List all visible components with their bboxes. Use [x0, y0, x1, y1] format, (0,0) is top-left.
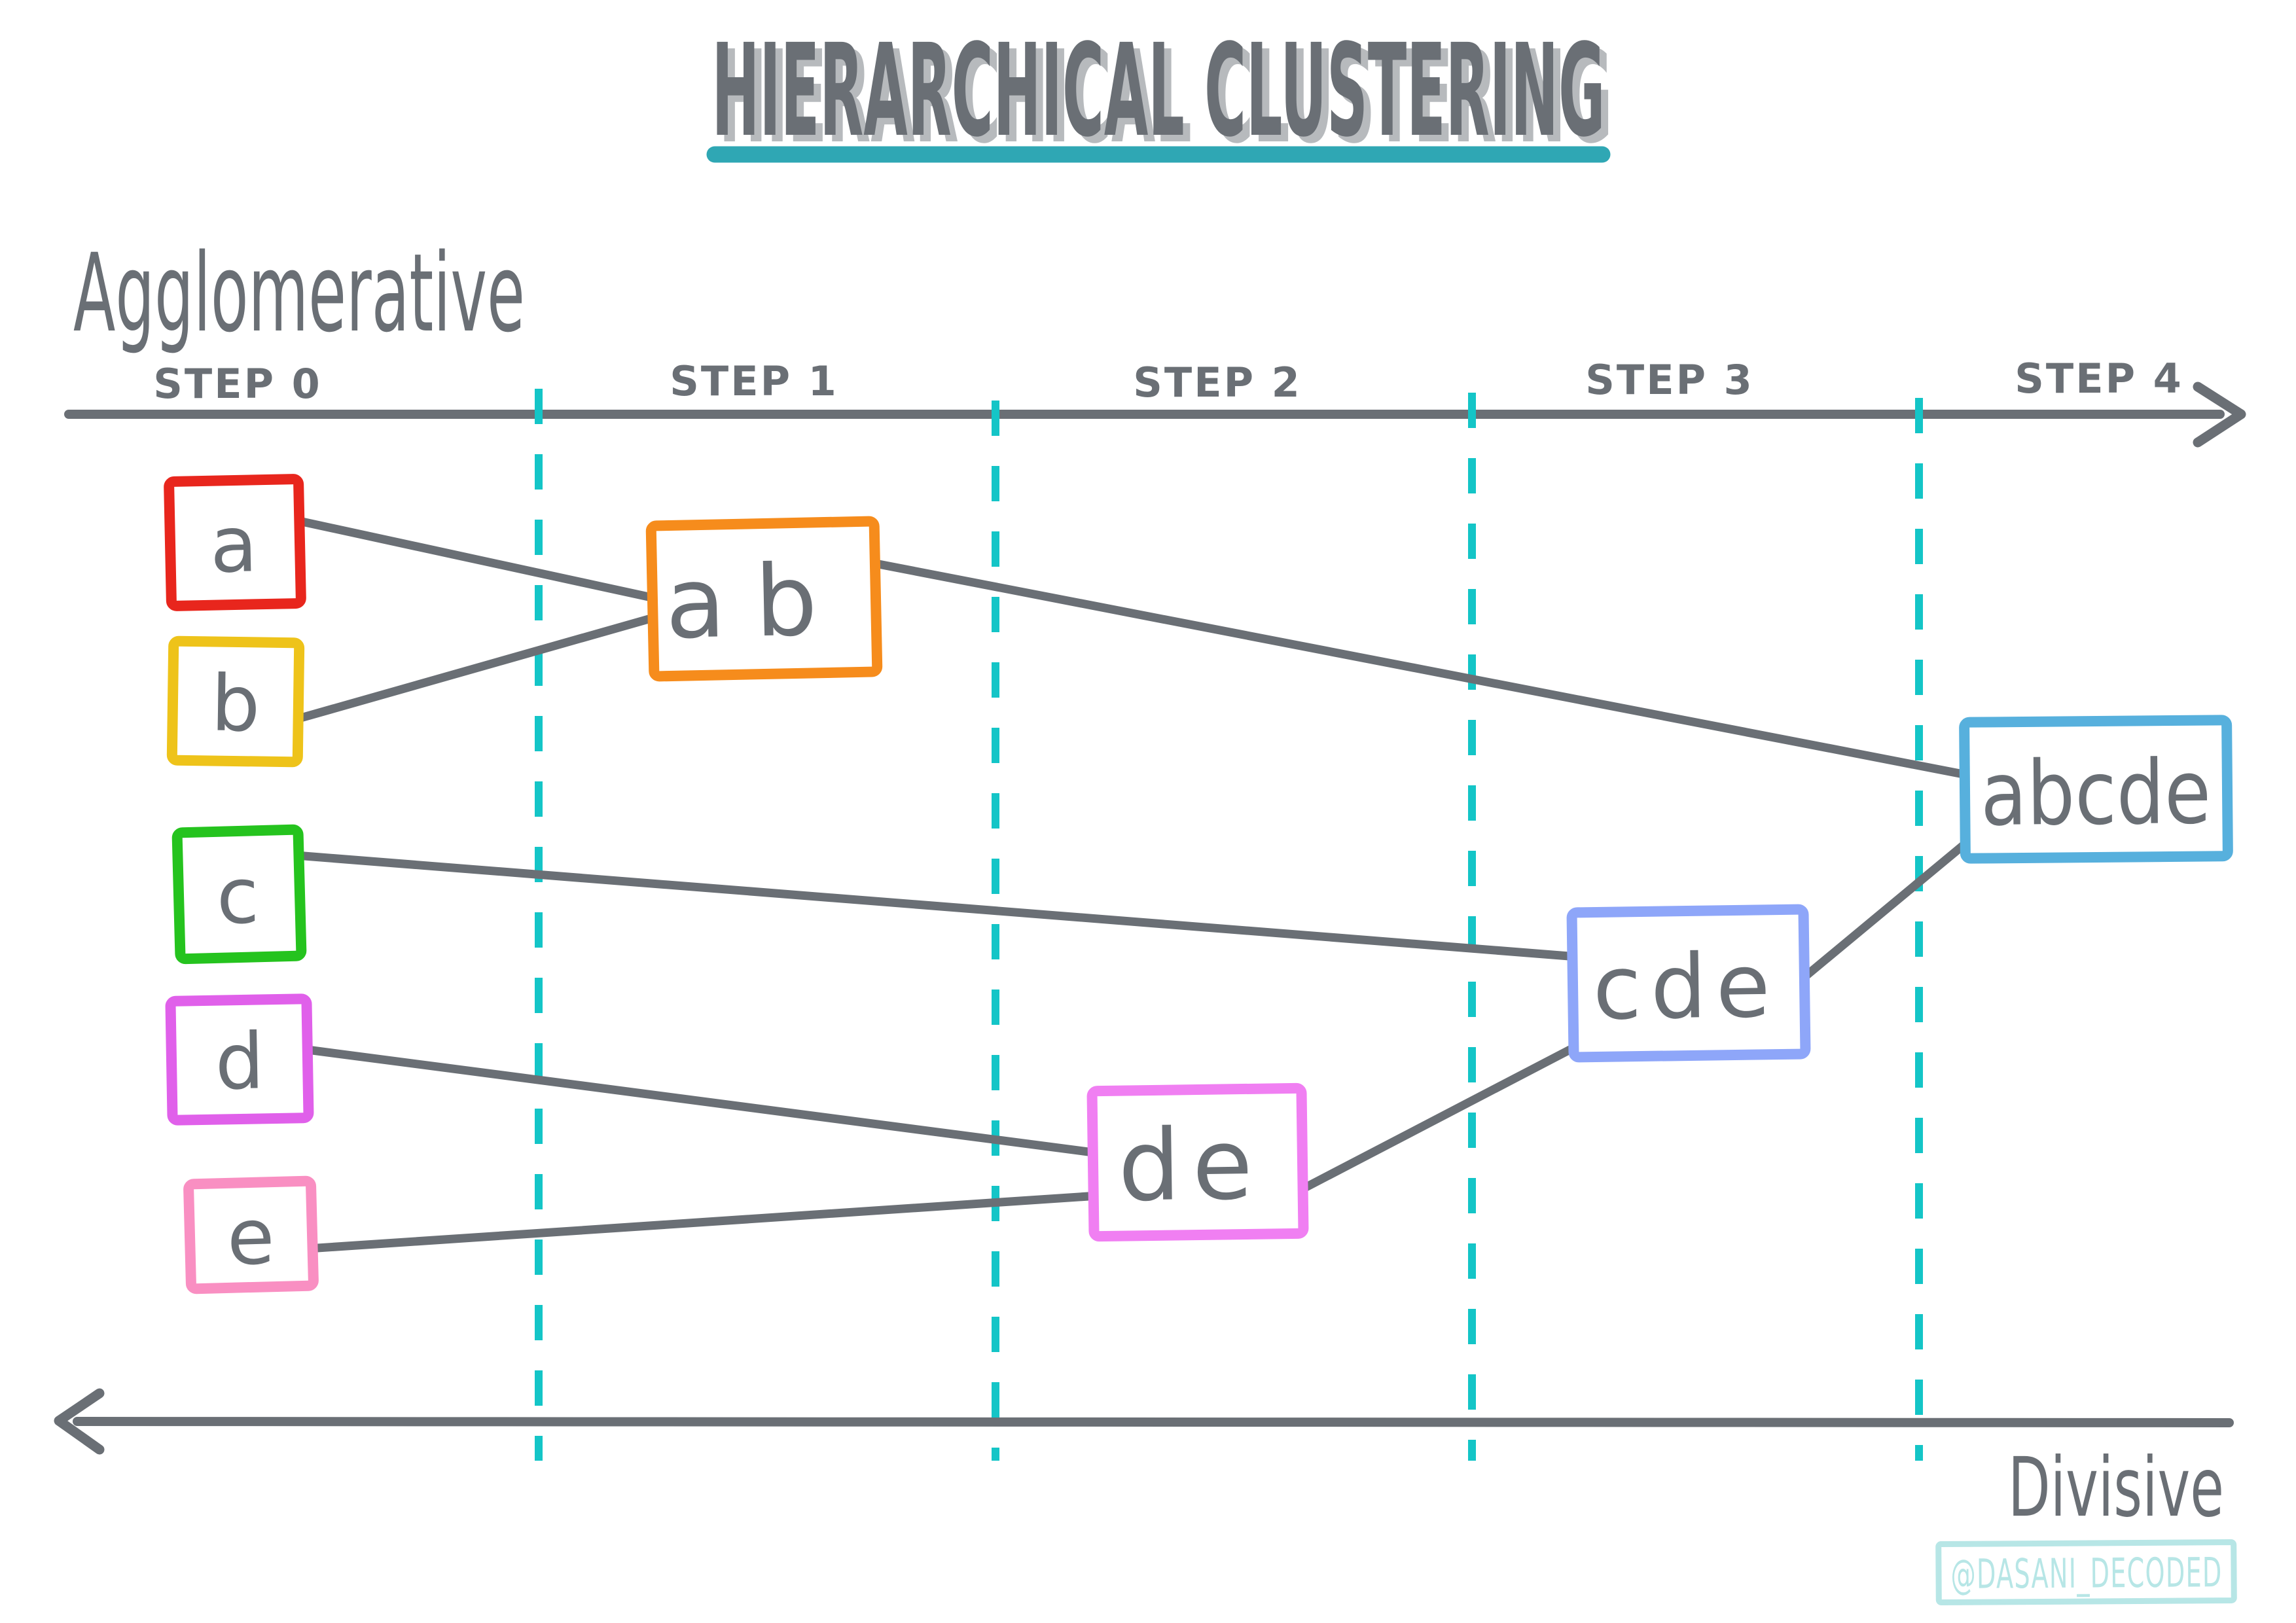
node-e-box: [183, 1175, 319, 1294]
node-de-box: [1086, 1082, 1309, 1242]
node-b-box: [166, 635, 305, 768]
page-title: HIERARCHICAL CLUSTERING: [712, 16, 1605, 165]
node-d: d: [165, 993, 314, 1126]
edge-e-de: [303, 1191, 1103, 1253]
node-cde-box: [1566, 904, 1811, 1063]
step-2-label: STEP 2: [1133, 359, 1301, 406]
watermark-text: @DASANI_DECODED: [1950, 1548, 2222, 1598]
edge-d-de: [298, 1044, 1103, 1158]
node-b: b: [166, 635, 305, 768]
edge-a-ab: [291, 516, 662, 603]
edge-b-ab: [294, 612, 662, 723]
step-3-label: STEP 3: [1585, 356, 1753, 404]
node-abcde-box: [1959, 715, 2233, 864]
divisive-arrowhead-icon: [54, 1388, 105, 1455]
node-c-label: c: [215, 850, 260, 942]
agglomerative-arrowhead-icon: [2193, 382, 2246, 448]
node-c-box: [171, 824, 307, 965]
node-cde: cde: [1566, 904, 1811, 1063]
axes-layer: [54, 382, 2246, 1455]
step-0-label: STEP 0: [153, 360, 321, 408]
edge-de-cde: [1294, 1041, 1582, 1196]
node-cde-label: cde: [1592, 935, 1780, 1040]
node-a-box: [164, 474, 306, 611]
node-a-label: a: [209, 499, 258, 590]
watermark: @DASANI_DECODED: [1935, 1539, 2237, 1606]
step-1-label: STEP 1: [670, 357, 838, 405]
node-d-label: d: [214, 1016, 264, 1107]
ink-text-layer: Agglomerative STEP 0 STEP 1 STEP 2 STEP …: [73, 230, 2224, 1535]
agglomerative-label: Agglomerative: [73, 230, 525, 356]
node-ab-label: ab: [664, 543, 848, 661]
cluster-nodes: a b c d e ab de cde: [164, 474, 2233, 1294]
node-e: e: [183, 1175, 319, 1294]
edge-c-cde: [291, 851, 1582, 961]
node-b-label: b: [211, 658, 261, 749]
node-ab: ab: [645, 516, 883, 682]
node-e-label: e: [226, 1191, 276, 1283]
node-c: c: [171, 824, 307, 965]
edge-ab-abcde: [867, 558, 1975, 780]
divisive-axis: [73, 1417, 2234, 1427]
node-abcde-label: abcde: [1980, 741, 2211, 846]
watermark-box: [1935, 1539, 2237, 1606]
edge-cde-abcde: [1796, 835, 1975, 985]
merge-edges: [291, 516, 1975, 1253]
node-a: a: [164, 474, 306, 611]
step-4-label: STEP 4: [2015, 355, 2183, 402]
divisive-label: Divisive: [2008, 1440, 2224, 1535]
node-d-box: [165, 993, 314, 1126]
node-de: de: [1086, 1082, 1309, 1242]
node-abcde: abcde: [1959, 715, 2233, 864]
node-ab-box: [645, 516, 883, 682]
node-de-label: de: [1117, 1108, 1265, 1224]
step-separators: [535, 389, 1923, 1461]
